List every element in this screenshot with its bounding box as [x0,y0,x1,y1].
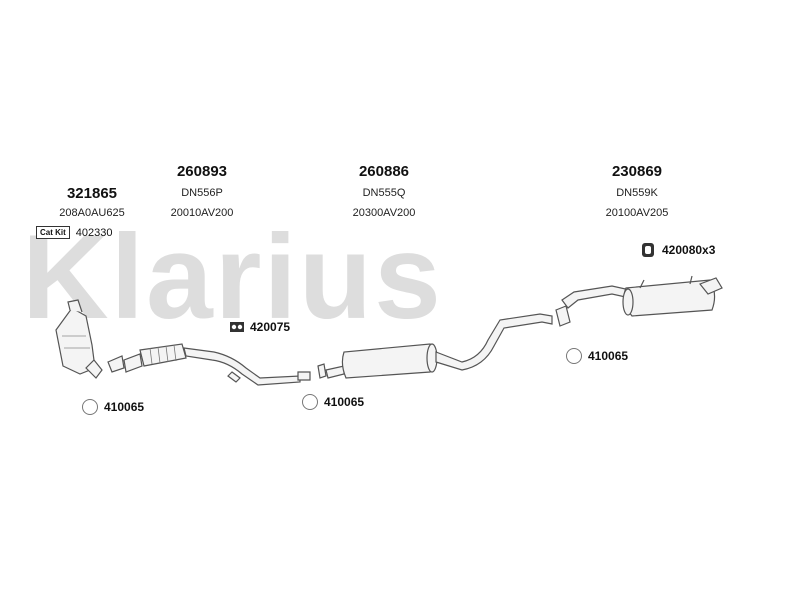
part-alias-middle-silencer: DN555Q [362,187,406,199]
catalytic-converter[interactable] [55,299,103,379]
part-alias-front-pipe: DN556P [181,187,223,199]
part-number-front-pipe: 260893 [176,163,228,180]
part-ref-front-pipe: 20010AV200 [170,207,234,219]
rubber-mount-icon [228,319,244,335]
rear-silencer[interactable] [622,275,723,317]
callout-label: 420080x3 [662,243,716,257]
callout-label: 410065 [104,400,145,414]
callout-label: 420075 [250,320,291,334]
cat-kit-number: 402330 [75,226,113,239]
gasket-ring-icon [566,348,582,364]
callout-mount-front[interactable]: 420075 [228,319,290,335]
part-number-rear-silencer: 230869 [611,163,663,180]
centre-pipe[interactable] [297,363,345,381]
part-alias-rear-silencer: DN559K [616,187,658,199]
cat-kit-badge: Cat Kit [36,226,70,239]
brand-watermark: Klarius [22,210,443,344]
callout-gasket-front[interactable]: 410065 [82,399,144,415]
middle-silencer[interactable] [341,313,553,379]
part-number-catalyst: 321865 [66,185,118,202]
rear-pipe[interactable] [555,285,631,327]
gasket-ring-icon [302,394,318,410]
callout-gasket-centre[interactable]: 410065 [302,394,364,410]
callout-label: 410065 [588,349,629,363]
rubber-hanger-icon [640,242,656,258]
cat-kit-label: Cat Kit 402330 [36,226,113,239]
part-ref-rear-silencer: 20100AV205 [605,207,669,219]
part-number-middle-silencer: 260886 [358,163,410,180]
callout-label: 410065 [324,395,365,409]
part-ref-catalyst: 208A0AU625 [59,207,125,219]
gasket-ring-icon [82,399,98,415]
front-pipe[interactable] [107,343,301,386]
callout-gasket-rear[interactable]: 410065 [566,348,628,364]
part-ref-middle-silencer: 20300AV200 [352,207,416,219]
callout-hanger-rear[interactable]: 420080x3 [640,242,715,258]
